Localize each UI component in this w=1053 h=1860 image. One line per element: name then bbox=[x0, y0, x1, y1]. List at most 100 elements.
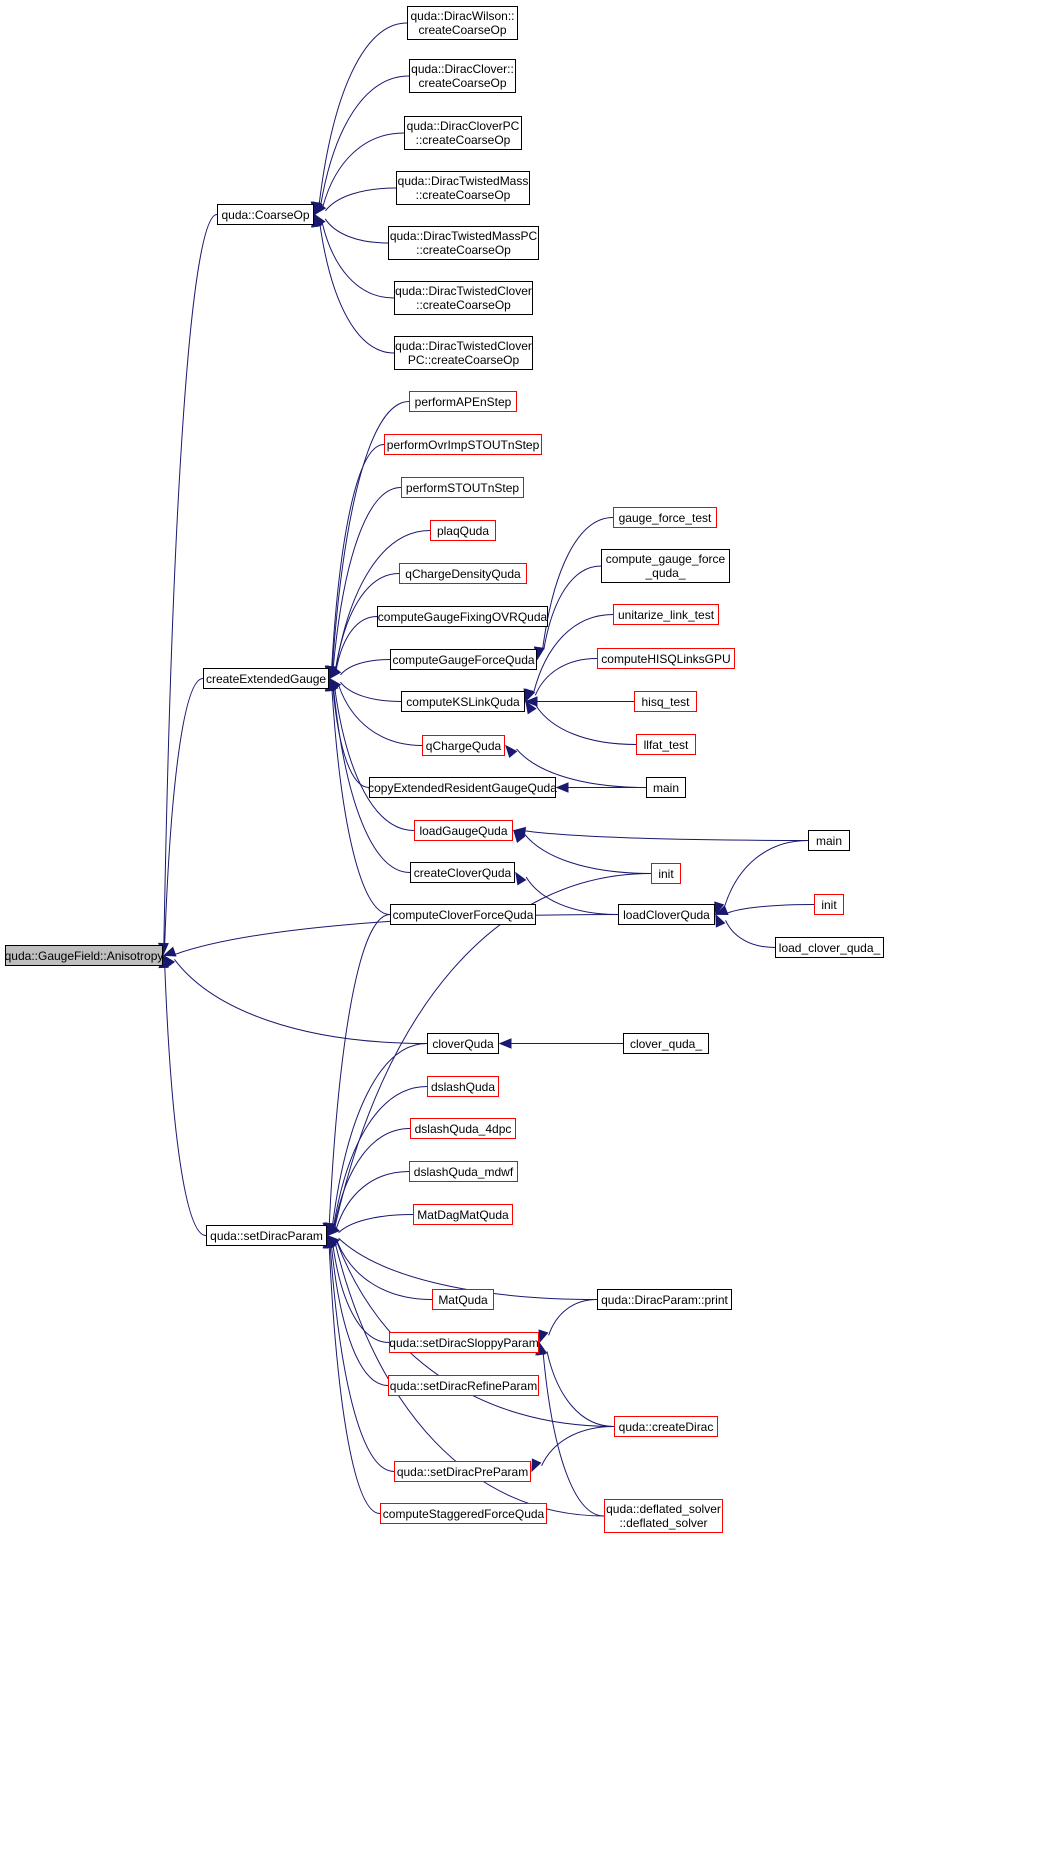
graph-edge-tm_cco-to-coarseop bbox=[325, 187, 397, 212]
graph-edge-sdrp-to-sdp bbox=[331, 1246, 389, 1386]
graph-node-qcharge[interactable]: qChargeQuda bbox=[422, 735, 505, 756]
graph-node-dpp[interactable]: quda::DiracParam::print bbox=[597, 1289, 732, 1310]
graph-node-csfq[interactable]: computeStaggeredForceQuda bbox=[380, 1503, 547, 1524]
graph-node-ccfq[interactable]: computeCloverForceQuda bbox=[390, 904, 536, 925]
graph-node-coarseop[interactable]: quda::CoarseOp bbox=[217, 204, 314, 225]
graph-edge-arrowhead bbox=[162, 946, 177, 957]
graph-node-ccq[interactable]: createCloverQuda bbox=[410, 862, 515, 883]
graph-node-init2[interactable]: init bbox=[814, 894, 844, 915]
graph-edge-arrowhead bbox=[513, 829, 526, 844]
graph-node-label: computeHISQLinksGPU bbox=[601, 651, 731, 666]
graph-node-tmpc_cco[interactable]: quda::DiracTwistedMassPC ::createCoarseO… bbox=[388, 226, 539, 260]
graph-node-ceg[interactable]: createExtendedGauge bbox=[203, 668, 329, 689]
graph-node-unit[interactable]: unitarize_link_test bbox=[613, 604, 719, 625]
graph-node-cq_[interactable]: clover_quda_ bbox=[623, 1033, 709, 1054]
graph-edge-lcq-to-ccq bbox=[525, 876, 619, 915]
graph-node-lcq_[interactable]: load_clover_quda_ bbox=[775, 937, 884, 958]
graph-node-clover_cco[interactable]: quda::DiracClover:: createCoarseOp bbox=[409, 59, 516, 93]
graph-node-plaq[interactable]: plaqQuda bbox=[430, 520, 496, 541]
graph-edge-ksl-to-ceg bbox=[340, 681, 402, 702]
graph-node-label: quda::DiracParam::print bbox=[601, 1292, 728, 1307]
graph-node-cgfq_[interactable]: compute_gauge_force _quda_ bbox=[601, 549, 730, 583]
graph-node-main2[interactable]: main bbox=[808, 830, 850, 851]
graph-node-defl[interactable]: quda::deflated_solver ::deflated_solver bbox=[604, 1499, 723, 1533]
graph-edge-arrowhead bbox=[515, 871, 527, 886]
graph-edge-arrowhead bbox=[314, 201, 327, 216]
graph-node-tm_cco[interactable]: quda::DiracTwistedMass ::createCoarseOp bbox=[396, 171, 530, 205]
graph-edge-ccfq-to-sdp bbox=[328, 914, 391, 1224]
graph-node-sdsp[interactable]: quda::setDiracSloppyParam bbox=[389, 1332, 539, 1353]
graph-node-label: computeStaggeredForceQuda bbox=[382, 1506, 545, 1521]
graph-node-lcq[interactable]: loadCloverQuda bbox=[618, 904, 715, 925]
graph-edge-dq4-to-sdp bbox=[333, 1128, 411, 1227]
graph-node-label: loadGaugeQuda bbox=[419, 823, 508, 838]
graph-node-label: clover_quda_ bbox=[629, 1036, 703, 1051]
graph-edge-dqm-to-sdp bbox=[335, 1171, 410, 1229]
graph-node-mdm[interactable]: MatDagMatQuda bbox=[413, 1204, 513, 1225]
graph-edge-defl-to-sdp bbox=[334, 1243, 605, 1517]
graph-edge-dq-to-sdp bbox=[333, 1086, 428, 1226]
graph-edge-cgfq_-to-cgfq bbox=[543, 565, 602, 650]
graph-edge-tmpc_cco-to-coarseop bbox=[324, 218, 389, 244]
graph-node-tc_cco[interactable]: quda::DiracTwistedClover ::createCoarseO… bbox=[394, 281, 533, 315]
graph-edge-plaq-to-ceg bbox=[335, 530, 431, 669]
graph-node-ksl[interactable]: computeKSLinkQuda bbox=[401, 691, 525, 712]
graph-edge-arrowhead bbox=[505, 744, 518, 758]
graph-node-mq[interactable]: MatQuda bbox=[432, 1289, 494, 1310]
graph-node-gft[interactable]: gauge_force_test bbox=[613, 507, 717, 528]
graph-edge-mq-to-sdp bbox=[336, 1241, 433, 1300]
graph-node-dq4[interactable]: dslashQuda_4dpc bbox=[410, 1118, 516, 1139]
graph-node-label: gauge_force_test bbox=[618, 510, 712, 525]
graph-node-label: qChargeDensityQuda bbox=[405, 566, 521, 581]
graph-node-dqm[interactable]: dslashQuda_mdwf bbox=[409, 1161, 518, 1182]
graph-node-qchargedens[interactable]: qChargeDensityQuda bbox=[399, 563, 527, 584]
graph-node-label: MatQuda bbox=[438, 1292, 488, 1307]
graph-node-label: copyExtendedResidentGaugeQuda bbox=[368, 780, 557, 795]
graph-node-label: computeGaugeFixingOVRQuda bbox=[377, 609, 548, 624]
graph-edge-init1-to-lgq bbox=[524, 833, 652, 874]
graph-node-hisqgpu[interactable]: computeHISQLinksGPU bbox=[597, 648, 735, 669]
graph-edge-unit-to-ksl bbox=[533, 614, 614, 694]
graph-node-copyext[interactable]: copyExtendedResidentGaugeQuda bbox=[368, 777, 557, 798]
graph-node-init1[interactable]: init bbox=[651, 863, 681, 884]
graph-edge-sdpp-to-sdp bbox=[329, 1247, 395, 1472]
graph-node-label: load_clover_quda_ bbox=[778, 940, 881, 955]
graph-node-gfovr[interactable]: computeGaugeFixingOVRQuda bbox=[377, 606, 548, 627]
graph-edge-arrowhead bbox=[538, 1329, 549, 1344]
graph-edge-arrowhead bbox=[714, 905, 729, 915]
graph-node-stout[interactable]: performSTOUTnStep bbox=[401, 477, 524, 498]
graph-node-wilson_cco[interactable]: quda::DiracWilson:: createCoarseOp bbox=[407, 6, 518, 40]
graph-edge-hisqgpu-to-ksl bbox=[534, 658, 598, 696]
graph-edge-arrowhead bbox=[555, 782, 569, 793]
graph-node-sdp[interactable]: quda::setDiracParam bbox=[206, 1225, 327, 1246]
graph-node-label: performAPEnStep bbox=[414, 394, 512, 409]
graph-node-cd[interactable]: quda::createDirac bbox=[614, 1416, 718, 1437]
graph-node-ovrimp[interactable]: performOvrImpSTOUTnStep bbox=[384, 434, 542, 455]
graph-node-anisotropy: quda::GaugeField::Anisotropy bbox=[5, 945, 163, 966]
graph-node-label: quda::setDiracRefineParam bbox=[389, 1378, 538, 1393]
graph-node-llfat[interactable]: llfat_test bbox=[636, 734, 696, 755]
graph-node-tcpc_cco[interactable]: quda::DiracTwistedClover PC::createCoars… bbox=[394, 336, 533, 370]
graph-node-label: dslashQuda_4dpc bbox=[414, 1121, 512, 1136]
graph-edge-arrowhead bbox=[525, 700, 537, 715]
graph-edge-sdsp-to-sdp bbox=[332, 1245, 390, 1343]
graph-edge-arrowhead bbox=[715, 913, 726, 928]
graph-node-hisq[interactable]: hisq_test bbox=[634, 691, 697, 712]
graph-node-cq[interactable]: cloverQuda bbox=[427, 1033, 499, 1054]
graph-node-main1[interactable]: main bbox=[646, 777, 686, 798]
graph-edge-tc_cco-to-coarseop bbox=[321, 223, 395, 299]
graph-node-cgfq[interactable]: computeGaugeForceQuda bbox=[390, 649, 537, 670]
graph-node-label: quda::createDirac bbox=[618, 1419, 714, 1434]
graph-node-ape[interactable]: performAPEnStep bbox=[409, 391, 517, 412]
graph-edge-ceg-to-anisotropy bbox=[164, 678, 204, 944]
graph-edge-wilson_cco-to-coarseop bbox=[318, 22, 408, 204]
graph-node-lgq[interactable]: loadGaugeQuda bbox=[414, 820, 513, 841]
graph-node-label: quda::setDiracPreParam bbox=[396, 1464, 529, 1479]
graph-node-label: MatDagMatQuda bbox=[417, 1207, 509, 1222]
graph-edge-gfovr-to-ceg bbox=[335, 616, 378, 670]
graph-node-label: quda::DiracTwistedClover PC::createCoars… bbox=[395, 339, 532, 367]
graph-node-dq[interactable]: dslashQuda bbox=[427, 1076, 499, 1097]
graph-node-cloverpc_cco[interactable]: quda::DiracCloverPC ::createCoarseOp bbox=[404, 116, 522, 150]
graph-node-sdrp[interactable]: quda::setDiracRefineParam bbox=[388, 1375, 539, 1396]
graph-node-sdpp[interactable]: quda::setDiracPreParam bbox=[394, 1461, 531, 1482]
